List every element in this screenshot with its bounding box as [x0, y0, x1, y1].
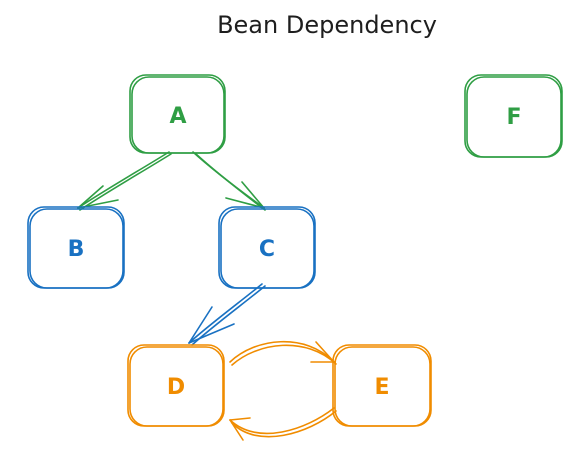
node-c[interactable]: C	[218, 206, 316, 289]
node-b[interactable]: B	[27, 206, 125, 289]
node-a-label: A	[169, 104, 186, 129]
node-f[interactable]: F	[464, 74, 563, 158]
edge-d-to-e	[229, 340, 337, 366]
node-c-label: C	[259, 237, 275, 262]
node-e[interactable]: E	[332, 344, 432, 427]
edge-e-to-d	[229, 407, 337, 441]
node-b-label: B	[68, 237, 85, 262]
node-d-label: D	[167, 375, 185, 400]
node-a[interactable]: A	[129, 74, 226, 154]
node-d[interactable]: D	[127, 344, 225, 427]
edge-a-to-b	[77, 151, 172, 211]
edge-c-to-d	[188, 283, 266, 346]
node-f-label: F	[506, 105, 521, 130]
node-e-label: E	[374, 375, 389, 400]
diagram-title: Bean Dependency	[217, 11, 437, 39]
edge-a-to-c	[192, 151, 266, 211]
